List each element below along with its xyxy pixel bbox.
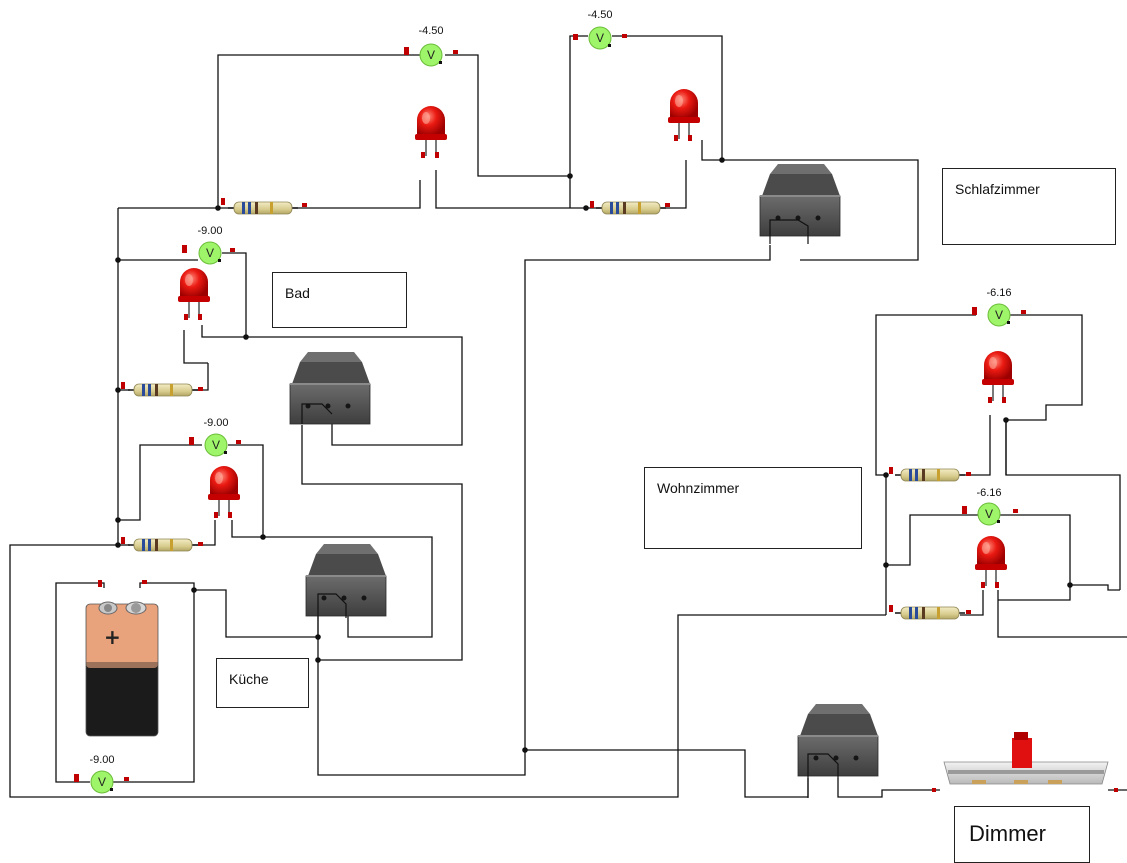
resistor-wohn-upper[interactable]: [894, 468, 966, 482]
led-top-right[interactable]: [667, 88, 701, 142]
led-bad[interactable]: [177, 267, 211, 321]
voltmeter-symbol: V: [427, 48, 435, 62]
room-box-wohnzimmer: Wohnzimmer: [644, 467, 862, 549]
switch-schlafzimmer[interactable]: [759, 163, 841, 244]
room-box-schlafzimmer: Schlafzimmer: [942, 168, 1116, 245]
room-label-schlafzimmer: Schlafzimmer: [955, 181, 1040, 197]
voltmeter-reading: -9.00: [89, 754, 114, 766]
terminal-markers: [98, 198, 971, 614]
voltmeter-symbol: V: [995, 308, 1003, 322]
voltmeter-wohn-upper[interactable]: [972, 303, 1026, 327]
resistor-top-right[interactable]: [595, 201, 667, 215]
voltmeter-symbol: V: [985, 507, 993, 521]
voltmeter-reading: -9.00: [203, 417, 228, 429]
resistor-kueche[interactable]: [127, 538, 199, 552]
battery-9v[interactable]: +: [85, 601, 159, 737]
led-kueche[interactable]: [207, 465, 241, 519]
junction-dots: [115, 157, 1073, 753]
resistor-top-left[interactable]: [227, 201, 299, 215]
voltmeter-top-left[interactable]: [404, 43, 458, 67]
voltmeter-reading: -6.16: [976, 487, 1001, 499]
room-label-wohnzimmer: Wohnzimmer: [657, 480, 740, 496]
voltmeter-battery[interactable]: [74, 770, 129, 794]
voltmeter-wohn-lower[interactable]: [962, 502, 1018, 526]
voltmeter-symbol: V: [98, 775, 106, 789]
room-label-dimmer: Dimmer: [969, 821, 1046, 846]
led-wohn-upper[interactable]: [981, 350, 1015, 404]
switch-bad[interactable]: [289, 351, 371, 425]
voltmeter-reading: -6.16: [986, 287, 1011, 299]
voltmeter-reading: -4.50: [418, 25, 443, 37]
battery-plus-sign: +: [104, 625, 121, 649]
switch-wohnzimmer[interactable]: [797, 703, 879, 798]
resistor-bad[interactable]: [127, 383, 199, 397]
led-wohn-lower[interactable]: [974, 535, 1008, 589]
voltmeter-bad[interactable]: [182, 241, 235, 265]
room-label-kueche: Küche: [229, 671, 269, 687]
wiring: [9, 35, 1127, 798]
voltmeter-symbol: V: [212, 438, 220, 452]
resistor-wohn-lower[interactable]: [894, 606, 966, 620]
voltmeter-reading: -9.00: [197, 225, 222, 237]
room-box-bad: Bad: [272, 272, 407, 328]
room-box-dimmer: Dimmer: [954, 806, 1090, 863]
led-top-left[interactable]: [414, 105, 448, 159]
switch-kueche[interactable]: [305, 543, 387, 638]
voltmeter-reading: -4.50: [587, 9, 612, 21]
room-label-bad: Bad: [285, 285, 310, 301]
voltmeter-symbol: V: [596, 31, 604, 45]
voltmeter-kueche[interactable]: [189, 433, 241, 457]
room-box-kueche: Küche: [216, 658, 309, 708]
voltmeter-symbol: V: [206, 246, 214, 260]
voltmeter-top-right[interactable]: [573, 26, 627, 50]
dimmer-slider[interactable]: [932, 732, 1118, 792]
